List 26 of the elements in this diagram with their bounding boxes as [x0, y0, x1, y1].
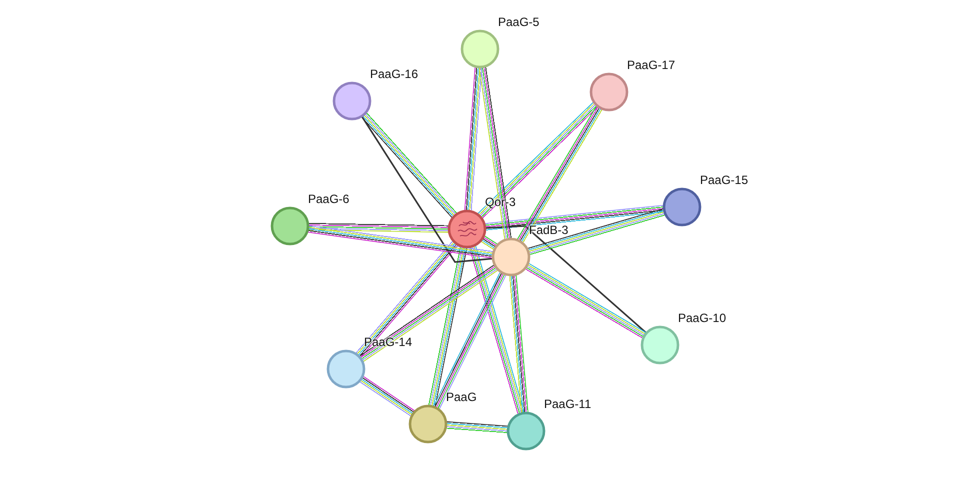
interaction-line — [516, 105, 604, 244]
interaction-line — [361, 112, 458, 218]
interaction-line — [508, 274, 528, 414]
interaction-line — [358, 376, 416, 418]
interaction-line — [432, 271, 507, 410]
node-label: PaaG-11 — [544, 397, 592, 411]
node-label: PaaG-15 — [700, 173, 748, 187]
interaction-line — [478, 66, 512, 240]
interaction-line — [308, 222, 450, 233]
interaction-line — [307, 224, 494, 258]
interaction-line — [354, 240, 458, 358]
interaction-line — [524, 262, 647, 340]
interaction-line — [480, 235, 498, 251]
node-label: PaaG-5 — [498, 15, 540, 29]
interaction-line — [361, 116, 494, 263]
node-label: PaaG — [446, 390, 477, 404]
node-label: PaaG-16 — [370, 67, 418, 81]
interaction-line — [477, 102, 599, 220]
interaction-line — [527, 208, 666, 256]
interaction-line — [358, 264, 498, 362]
interaction-line — [446, 421, 508, 434]
node-label: PaaG-6 — [308, 192, 350, 206]
interaction-line — [464, 66, 483, 212]
node-label: PaaG-17 — [627, 58, 676, 72]
node-label: PaaG-10 — [678, 311, 726, 325]
interaction-line — [484, 204, 664, 232]
